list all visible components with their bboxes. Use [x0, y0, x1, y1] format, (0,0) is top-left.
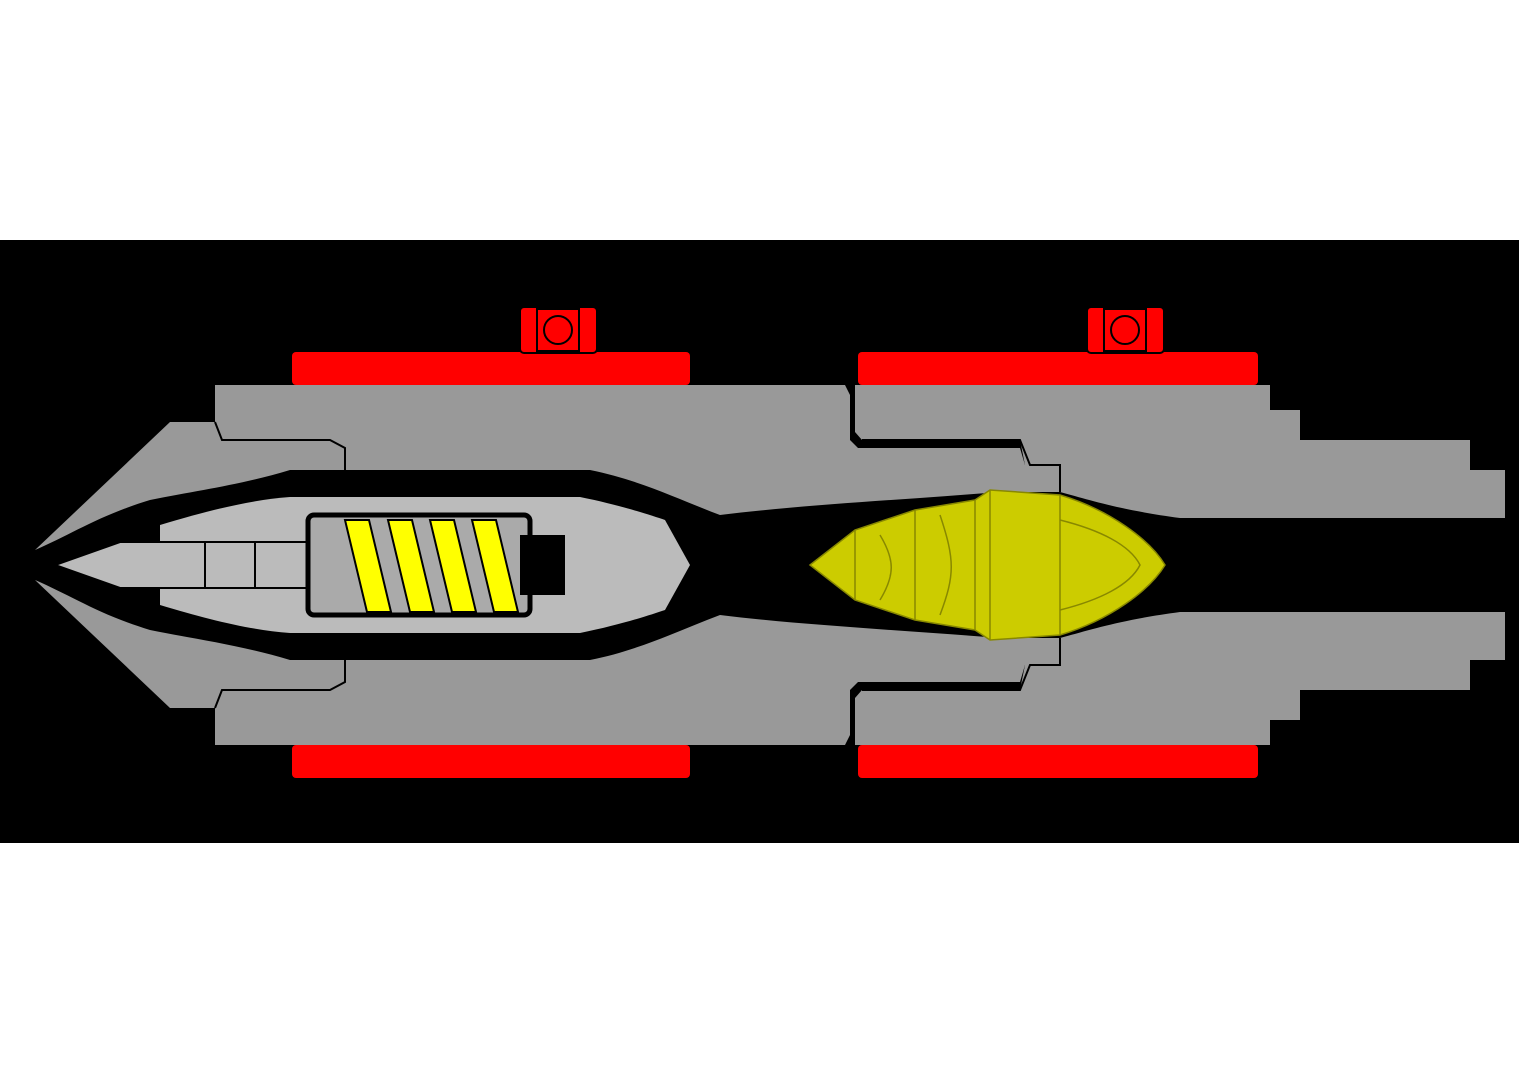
spring [343, 519, 520, 613]
spring-coil [470, 519, 520, 613]
seal-rings [292, 352, 1258, 778]
bearings [519, 306, 1165, 354]
seal-bottom-left [292, 745, 690, 778]
spring-coil [428, 519, 478, 613]
bearing-right [1086, 306, 1165, 354]
seal-bottom-right [858, 745, 1258, 778]
housing-left [35, 385, 1060, 550]
spring-coil [386, 519, 436, 613]
seal-top-right [858, 352, 1258, 385]
housing-right [855, 385, 1505, 518]
housing-thread-line [214, 421, 1061, 492]
housing-upper-half [35, 385, 1505, 550]
spring-plunger [520, 535, 565, 595]
seal-top-left [292, 352, 690, 385]
rotor [808, 489, 1166, 641]
bearing-left [519, 306, 598, 354]
spring-coil [343, 519, 393, 613]
